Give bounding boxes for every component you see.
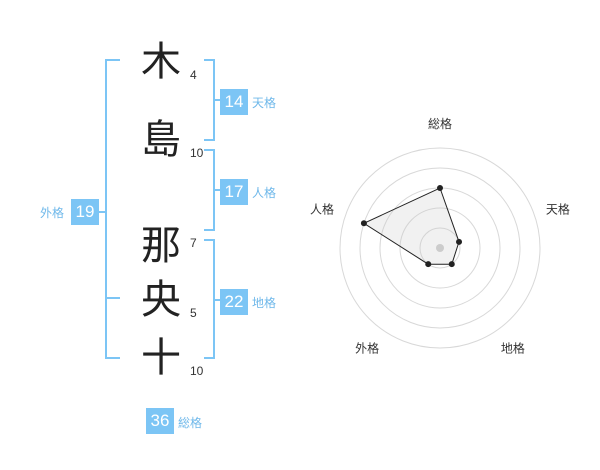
stroke-count-1: 4: [190, 68, 197, 82]
radar-ring-4: [359, 167, 521, 329]
stroke-count-3: 7: [190, 236, 197, 250]
radar-axis-label-3: 地格: [501, 340, 525, 355]
radar-points: [360, 185, 463, 268]
stroke-count-5: 10: [190, 364, 204, 378]
jinkaku-label: 人格: [252, 186, 277, 200]
radar-axis-label-4: 外格: [355, 340, 379, 355]
radar-point-1: [437, 185, 443, 191]
radar-point-2: [456, 238, 463, 245]
stroke-count-2: 10: [190, 146, 204, 160]
radar-axis-label-2: 天格: [546, 202, 570, 217]
radar-ring-2: [399, 207, 481, 289]
radar-center: [436, 244, 444, 252]
gaikaku-value: 19: [71, 199, 99, 225]
radar-series-area: [362, 187, 460, 265]
soukaku-value: 36: [146, 408, 174, 434]
soukaku-label: 総格: [178, 416, 203, 430]
radar-ring-1: [419, 227, 461, 269]
stroke-count-4: 5: [190, 306, 197, 320]
name-char-2: 島: [141, 117, 181, 163]
name-char-3: 那: [141, 223, 181, 269]
chikaku-label: 地格: [252, 296, 277, 310]
name-char-4: 央: [141, 277, 181, 323]
radar-point-5: [360, 220, 367, 227]
name-char-1: 木: [141, 39, 181, 85]
jinkaku-value: 17: [220, 179, 248, 205]
name-char-5: 十: [141, 335, 181, 381]
chikaku-bracket: [204, 239, 215, 359]
tenkaku-bracket: [204, 59, 215, 141]
tenkaku-label: 天格: [252, 96, 277, 110]
gaikaku-bracket: [105, 59, 120, 359]
radar-axis-label-5: 人格: [310, 202, 334, 217]
radar-point-4: [425, 261, 432, 268]
tenkaku-value: 14: [220, 89, 248, 115]
radar-axis-label-1: 総格: [428, 116, 452, 131]
radar-point-3: [448, 261, 455, 268]
gaikaku-label: 外格: [40, 206, 65, 220]
jinkaku-bracket: [204, 149, 215, 231]
chikaku-value: 22: [220, 289, 248, 315]
radar-ring-5: [339, 147, 541, 349]
